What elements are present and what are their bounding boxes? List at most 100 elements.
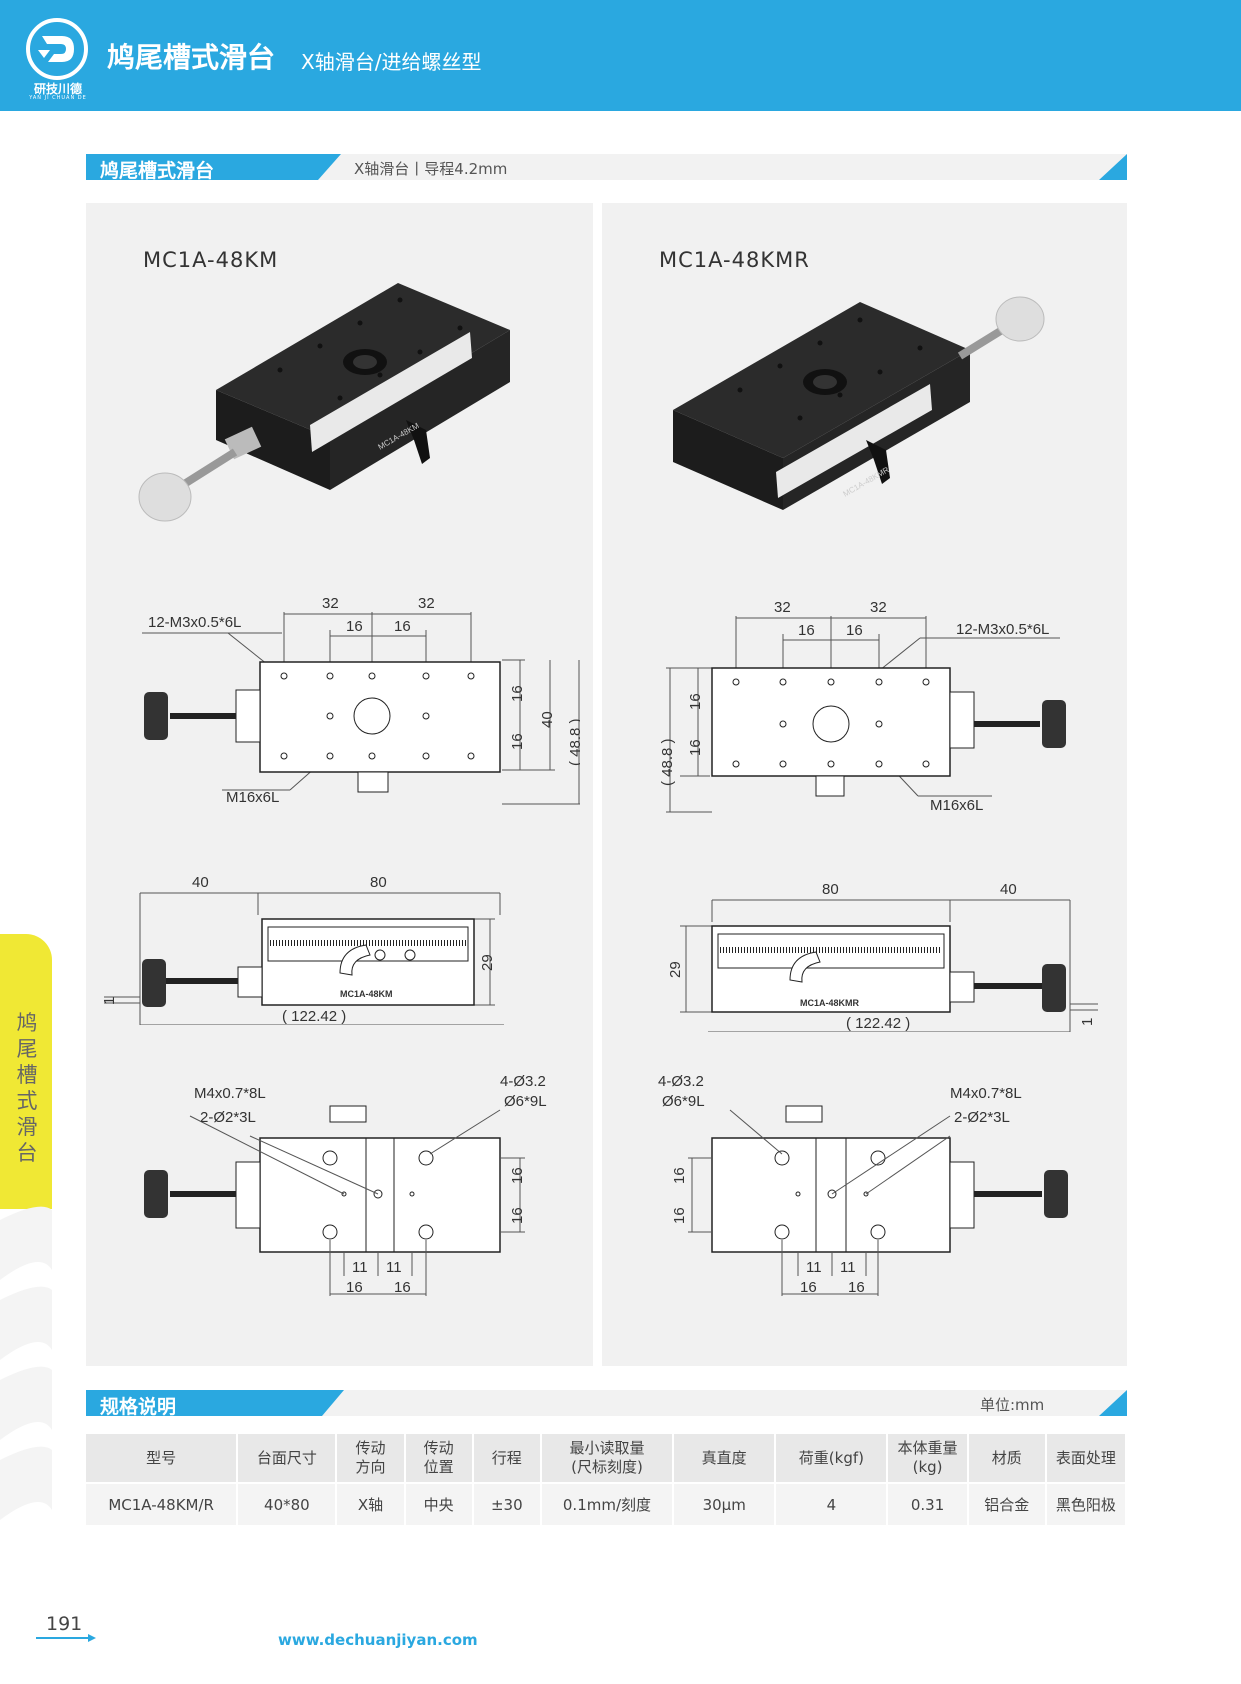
drawing-right-side: 80 40 29 1 ( 122.42 ) MC1A-48KMR — [667, 882, 1098, 1032]
dim-32c: 32 — [774, 599, 791, 616]
dim-16b: 16 — [394, 618, 411, 635]
spec-cell: 30μm — [673, 1482, 777, 1525]
dim-122-right: ( 122.42 ) — [846, 1015, 910, 1032]
website-link[interactable]: www.dechuanjiyan.com — [278, 1631, 478, 1649]
section-bar-spec: 规格说明 — [86, 1390, 1127, 1418]
dim-80-side: 80 — [370, 875, 387, 891]
dim-40-right: 40 — [1000, 882, 1017, 898]
side-category-label: 鸠尾槽式滑台 — [16, 1011, 38, 1165]
spec-cell: 4 — [775, 1482, 889, 1525]
table-row: MC1A-48KM/R 40*80 X轴 中央 ±30 0.1mm/刻度 30μ… — [86, 1482, 1128, 1525]
drawing-left-bottom: M4x0.7*8L 2-Ø2*3L 4-Ø3.2 Ø6*9L 11 11 16 … — [144, 1073, 547, 1296]
section-corner-icon — [1099, 1390, 1127, 1416]
dim-16l: 16 — [687, 739, 704, 756]
section-title: 鸠尾槽式滑台 — [100, 160, 215, 182]
label-center-hole: M16x6L — [226, 789, 279, 806]
brand-logo-icon — [26, 18, 88, 80]
side-category-tab — [0, 934, 52, 1209]
page-arrow-icon — [36, 1634, 96, 1642]
dim-32a: 32 — [322, 595, 339, 612]
dim-29-right: 29 — [667, 961, 684, 978]
section-subtitle: X轴滑台丨导程4.2mm — [354, 160, 508, 178]
spec-cell: MC1A-48KM/R — [86, 1482, 239, 1525]
label-hole1: 4-Ø3.2 — [500, 1073, 546, 1090]
label-hole1-right: 4-Ø3.2 — [658, 1073, 704, 1090]
spec-cell: 中央 — [404, 1482, 474, 1525]
spec-header: 最小读取量 (尺标刻度) — [540, 1434, 675, 1483]
engrave-side-right: MC1A-48KMR — [800, 998, 860, 1008]
dim-16h: 16 — [509, 1207, 526, 1224]
spec-header: 荷重(kgf) — [775, 1434, 889, 1483]
label-m4-right: M4x0.7*8L — [950, 1085, 1022, 1102]
dim-32b: 32 — [418, 595, 435, 612]
label-pin-right: 2-Ø2*3L — [954, 1109, 1010, 1126]
brand-name: 研技川德 — [33, 82, 82, 96]
section-tab-shape — [86, 1390, 344, 1416]
section-corner-icon — [1099, 154, 1127, 180]
dim-1: 1 — [101, 997, 118, 1005]
page-number: 191 — [46, 1613, 83, 1635]
spec-table: 型号 台面尺寸 传动 方向 传动 位置 行程 最小读取量 (尺标刻度) 真直度 … — [86, 1434, 1128, 1525]
section-tab-shape — [86, 154, 341, 180]
dim-16k: 16 — [687, 693, 704, 710]
drawing-right-top: 32 32 16 16 12-M3x0.5*6L M16x6L 16 16 ( … — [659, 599, 1066, 814]
brand-subname: YAN JI CHUAN DE — [29, 95, 87, 101]
dim-16g: 16 — [509, 1167, 526, 1184]
spec-header: 型号 — [86, 1434, 239, 1483]
drawing-left-side: 40 80 29 1 ( 122.42 ) MC1A-48KM — [101, 875, 504, 1025]
side-stripes-decoration — [0, 1206, 52, 1520]
dim-16m: 16 — [800, 1279, 817, 1296]
dim-40: 40 — [539, 711, 556, 728]
spec-cell: 40*80 — [237, 1482, 338, 1525]
dim-16p: 16 — [671, 1207, 688, 1224]
drawing-right-bottom: 4-Ø3.2 Ø6*9L M4x0.7*8L 2-Ø2*3L 11 11 16 … — [658, 1073, 1068, 1296]
dim-48: ( 48.8 ) — [567, 718, 580, 766]
model-right-label: MC1A-48KMR — [659, 248, 810, 272]
dim-122: ( 122.42 ) — [282, 1008, 346, 1025]
dim-16a: 16 — [346, 618, 363, 635]
label-tap-holes: 12-M3x0.5*6L — [148, 614, 241, 631]
dim-16o: 16 — [671, 1167, 688, 1184]
dim-80-right: 80 — [822, 882, 839, 898]
dim-1-right: 1 — [1079, 1018, 1096, 1026]
dim-32d: 32 — [870, 599, 887, 616]
section-bar-products: 鸠尾槽式滑台 X轴滑台丨导程4.2mm — [86, 154, 1127, 182]
dim-16c: 16 — [509, 685, 526, 702]
spec-cell: 0.31 — [887, 1482, 969, 1525]
dim-11b: 11 — [386, 1259, 402, 1276]
spec-cell: 铝合金 — [967, 1482, 1047, 1525]
spec-header: 行程 — [472, 1434, 542, 1483]
engrave-side-left: MC1A-48KM — [340, 989, 393, 999]
spec-cell: 黑色阳极 — [1045, 1482, 1128, 1525]
spec-cell: ±30 — [472, 1482, 542, 1525]
dim-29: 29 — [479, 954, 496, 971]
label-pin: 2-Ø2*3L — [200, 1109, 256, 1126]
dim-48-right: ( 48.8 ) — [659, 738, 676, 786]
dim-40-side: 40 — [192, 875, 209, 891]
dim-11c: 11 — [806, 1259, 822, 1276]
dim-16f: 16 — [394, 1279, 411, 1296]
header-bar: 研技川德 YAN JI CHUAN DE 鸠尾槽式滑台 X轴滑台/进给螺丝型 — [0, 0, 1241, 111]
spec-header: 本体重量 (kg) — [887, 1434, 969, 1483]
spec-header: 传动 位置 — [404, 1434, 474, 1483]
spec-cell: 0.1mm/刻度 — [540, 1482, 675, 1525]
spec-header: 台面尺寸 — [237, 1434, 338, 1483]
spec-header: 材质 — [967, 1434, 1047, 1483]
label-tap-holes-right: 12-M3x0.5*6L — [956, 621, 1049, 638]
label-hole2: Ø6*9L — [504, 1093, 547, 1110]
dim-16j: 16 — [846, 622, 863, 639]
product-photo-right: MC1A-48KMR — [673, 296, 1045, 510]
page-subtitle: X轴滑台/进给螺丝型 — [301, 50, 482, 74]
label-hole2-right: Ø6*9L — [662, 1093, 705, 1110]
dim-11d: 11 — [840, 1259, 856, 1276]
label-m4: M4x0.7*8L — [194, 1085, 266, 1102]
section-spec-title: 规格说明 — [100, 1396, 177, 1418]
spec-header-row: 型号 台面尺寸 传动 方向 传动 位置 行程 最小读取量 (尺标刻度) 真直度 … — [86, 1434, 1128, 1483]
drawing-left-top: 32 32 16 16 12-M3x0.5*6L M16x6L 16 16 40… — [142, 595, 580, 806]
spec-header: 表面处理 — [1045, 1434, 1128, 1483]
product-photo-left: MC1A-48KM — [138, 283, 510, 522]
dim-16e: 16 — [346, 1279, 363, 1296]
dim-16d: 16 — [509, 733, 526, 750]
spec-header: 传动 方向 — [336, 1434, 406, 1483]
dim-11a: 11 — [352, 1259, 368, 1276]
